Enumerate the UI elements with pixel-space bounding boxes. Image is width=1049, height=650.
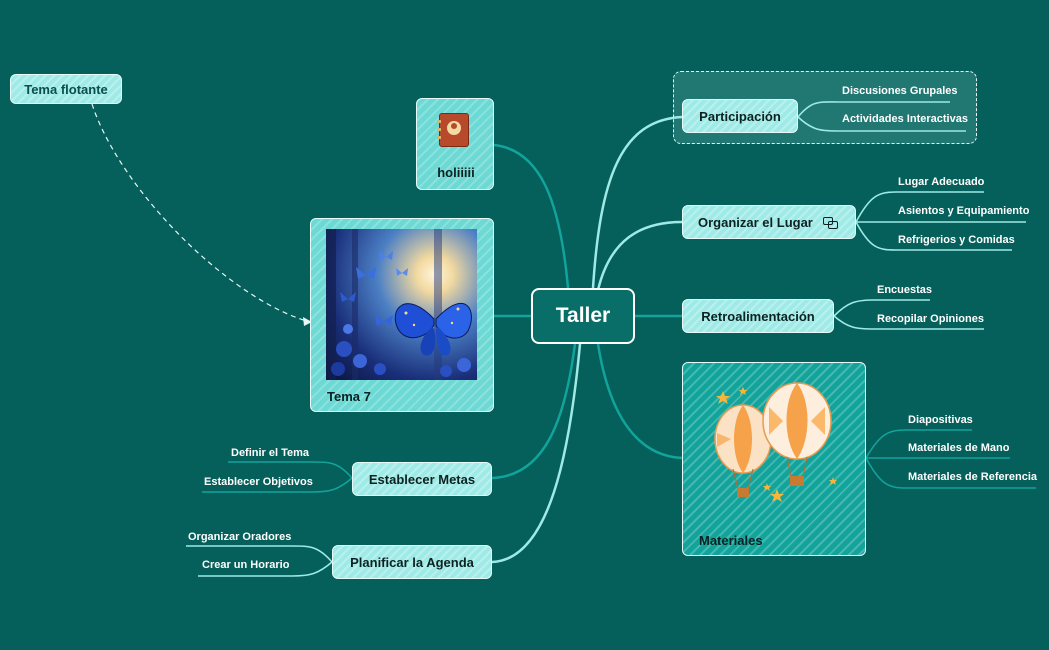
address-book-icon	[437, 113, 469, 147]
branch-line-participacion	[591, 115, 683, 289]
subtopic-crear-horario[interactable]: Crear un Horario	[202, 559, 290, 571]
topic-planificar-agenda-label: Planificar la Agenda	[350, 554, 474, 570]
topic-holiiiii[interactable]: holiiiii	[416, 98, 494, 190]
topic-materiales-label: Materiales	[699, 533, 763, 548]
butterfly-image	[326, 229, 477, 380]
relation-arrow-head	[303, 317, 312, 326]
topic-establecer-metas[interactable]: Establecer Metas	[352, 462, 492, 496]
branch-line-organizar	[596, 220, 683, 291]
subtopic-discusiones-grupales[interactable]: Discusiones Grupales	[842, 85, 958, 97]
floating-topic-label: Tema flotante	[24, 81, 108, 97]
subtopic-asientos-equipamiento[interactable]: Asientos y Equipamiento	[898, 205, 1030, 217]
sub-line	[228, 461, 353, 479]
floating-relation-line	[91, 103, 311, 323]
floating-topic[interactable]: Tema flotante	[10, 74, 122, 104]
branch-line-agenda	[491, 343, 582, 564]
subtopic-materiales-mano[interactable]: Materiales de Mano	[908, 442, 1010, 454]
sub-line	[797, 116, 966, 132]
subtopic-definir-tema[interactable]: Definir el Tema	[231, 447, 310, 459]
topic-establecer-metas-label: Establecer Metas	[368, 471, 476, 487]
link-icon[interactable]	[822, 217, 838, 229]
sub-line	[833, 315, 984, 330]
balloons-image	[703, 377, 853, 507]
sub-line	[198, 561, 333, 577]
subtopic-organizar-oradores[interactable]: Organizar Oradores	[188, 531, 292, 543]
topic-holiiiii-label: holiiiii	[437, 165, 475, 180]
sub-line	[855, 191, 984, 223]
topic-tema-7-label: Tema 7	[327, 389, 371, 404]
topic-retroalimentacion[interactable]: Retroalimentación	[682, 299, 834, 333]
topic-planificar-agenda[interactable]: Planificar la Agenda	[332, 545, 492, 579]
subtopic-recopilar-opiniones[interactable]: Recopilar Opiniones	[877, 313, 984, 325]
topic-organizar-lugar[interactable]: Organizar el Lugar	[682, 205, 856, 239]
subtopic-encuestas[interactable]: Encuestas	[877, 284, 933, 296]
central-topic-label: Taller	[555, 304, 611, 327]
sub-line	[186, 545, 333, 563]
butterflies-svg	[326, 229, 472, 380]
subtopic-refrigerios-comidas[interactable]: Refrigerios y Comidas	[898, 234, 1015, 246]
sub-line	[855, 221, 1012, 251]
topic-participacion-label: Participación	[699, 108, 781, 124]
topic-participacion[interactable]: Participación	[682, 99, 798, 133]
branch-line-metas	[491, 343, 577, 480]
branch-line-holi	[493, 143, 570, 289]
central-topic[interactable]: Taller	[531, 288, 635, 344]
subtopic-materiales-referencia[interactable]: Materiales de Referencia	[908, 471, 1038, 483]
subtopic-actividades-interactivas[interactable]: Actividades Interactivas	[842, 113, 968, 125]
sub-line	[833, 299, 930, 317]
subtopic-lugar-adecuado[interactable]: Lugar Adecuado	[898, 176, 985, 188]
sub-line	[797, 101, 950, 118]
subtopic-establecer-objetivos[interactable]: Establecer Objetivos	[204, 476, 313, 488]
hot-air-balloons-svg	[714, 382, 837, 502]
branch-line-materiales	[596, 343, 683, 460]
subtopic-diapositivas[interactable]: Diapositivas	[908, 414, 973, 426]
sub-line	[865, 457, 1036, 489]
topic-materiales[interactable]: Materiales	[682, 362, 866, 556]
topic-tema-7[interactable]: Tema 7	[310, 218, 494, 412]
topic-organizar-lugar-label: Organizar el Lugar	[698, 214, 813, 230]
sub-line	[865, 429, 972, 459]
topic-retroalimentacion-label: Retroalimentación	[701, 308, 815, 324]
sub-line	[202, 477, 353, 493]
